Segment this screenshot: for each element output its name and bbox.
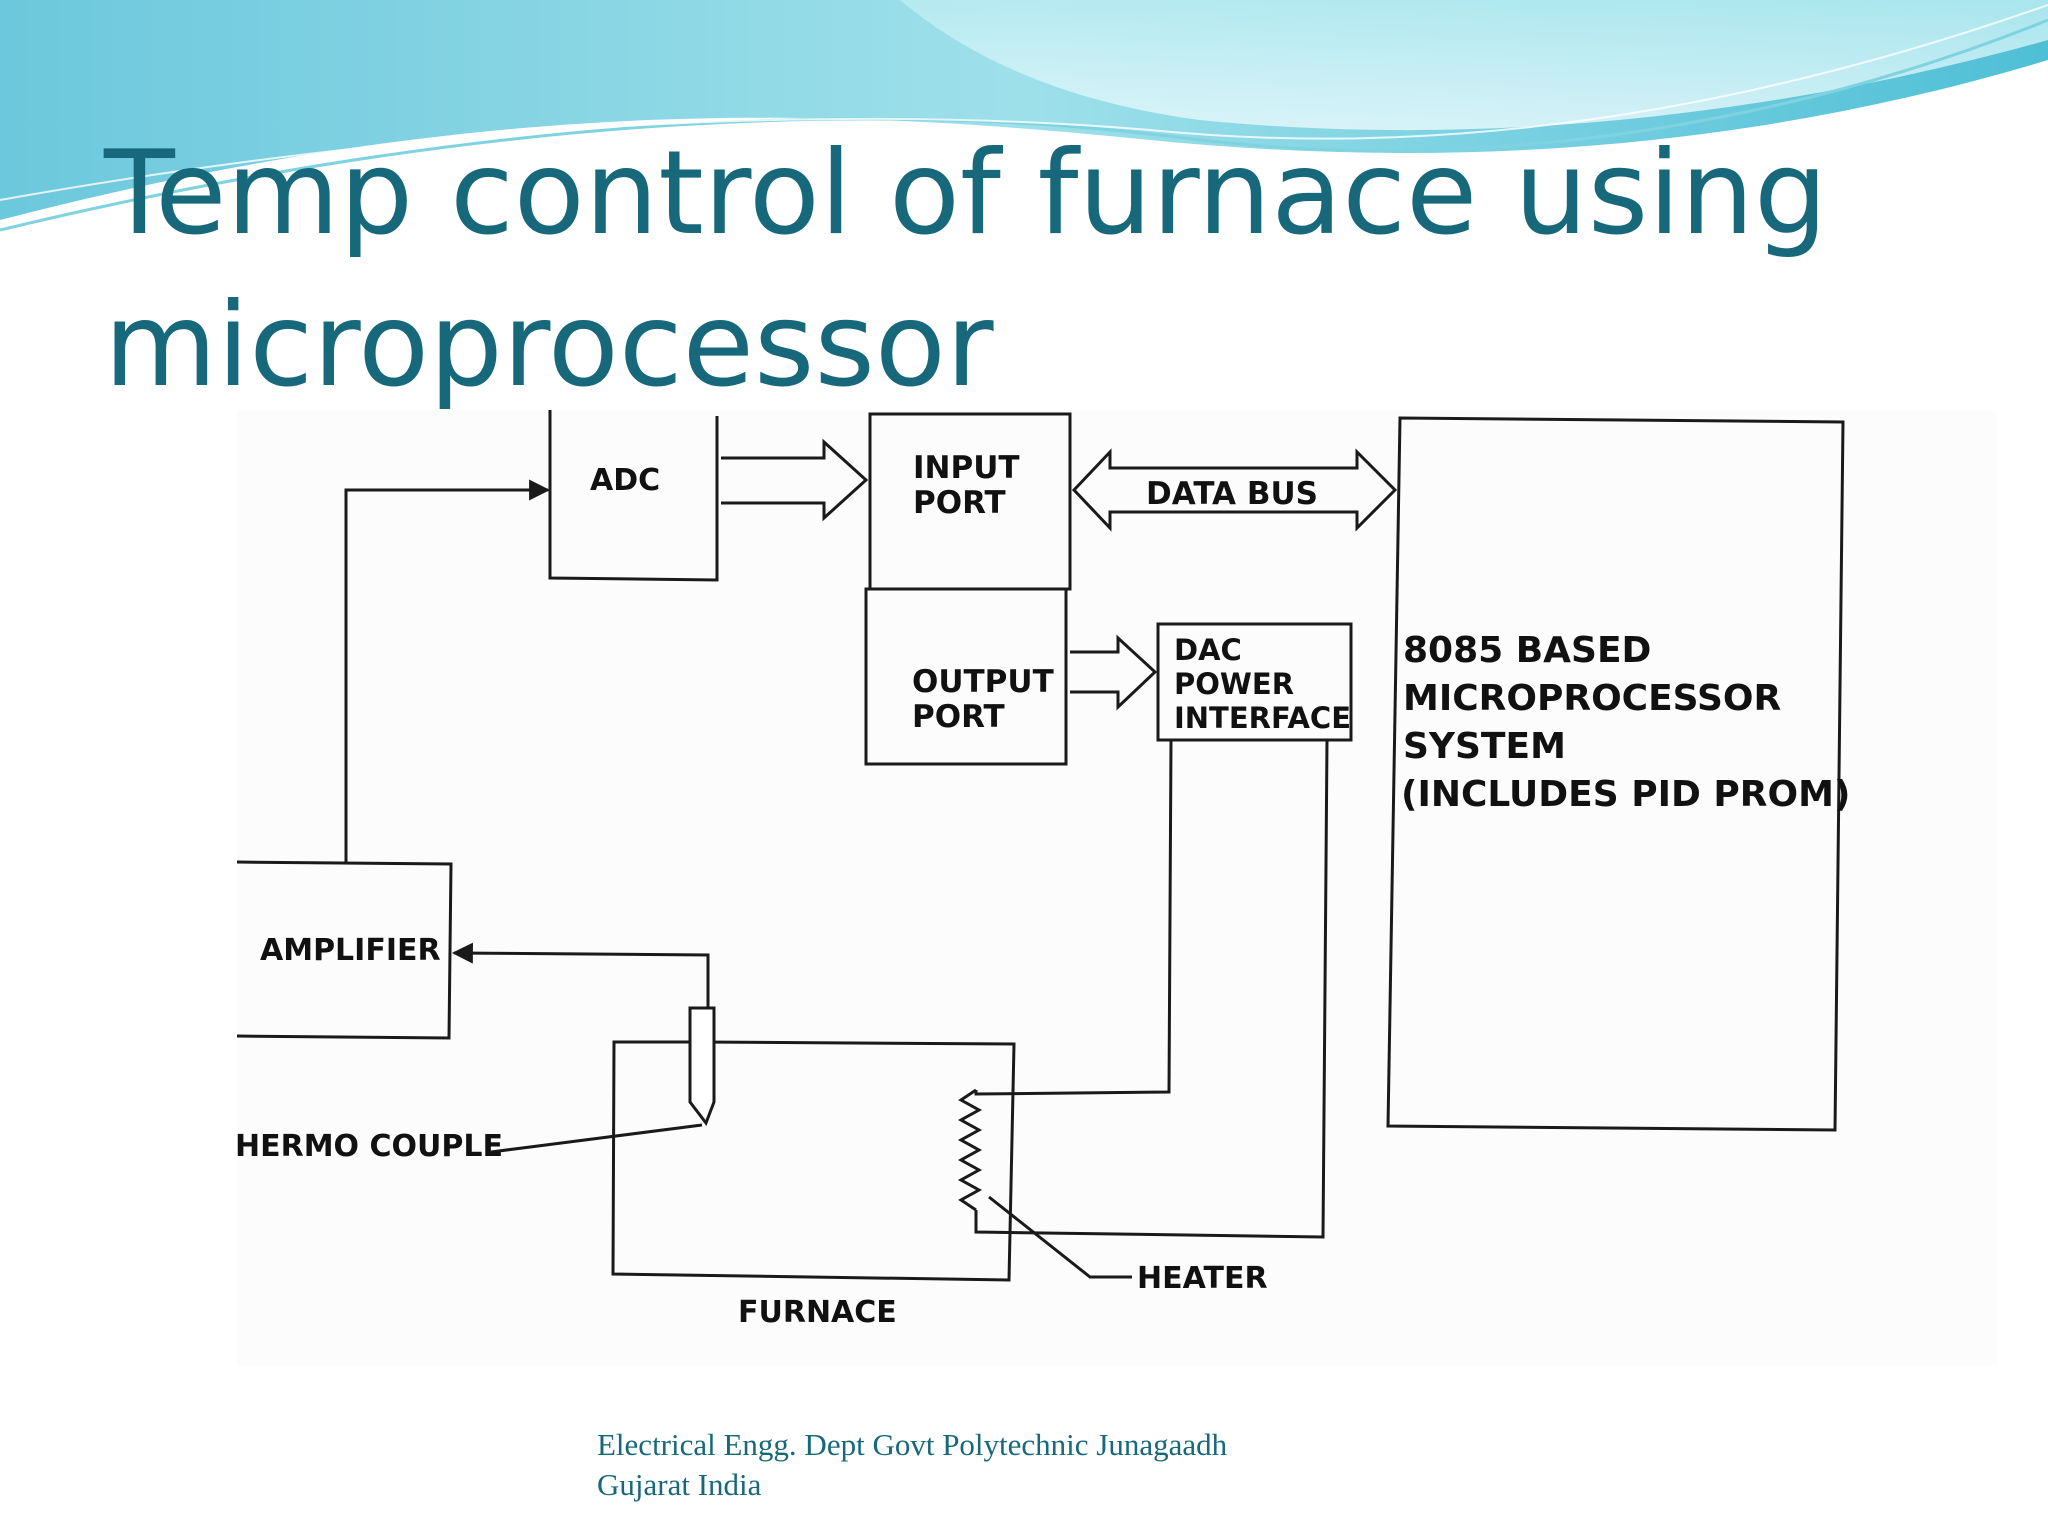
adc-to-input-port-bus-arrow [721, 438, 869, 522]
slide-footer: Electrical Engg. Dept Govt Polytechnic J… [597, 1425, 1497, 1505]
header-wave-decoration [0, 0, 2048, 232]
mp-label-line-3: SYSTEM [1403, 726, 1566, 767]
data-bus-label: DATA BUS [1146, 476, 1318, 512]
heater-label: HEATER [1137, 1261, 1268, 1296]
thermocouple-pointer-line [490, 1123, 703, 1154]
mp-label-line-2: MICROPROCESSOR [1403, 678, 1781, 719]
mp-label-line-1: 8085 BASED [1403, 630, 1651, 671]
dac-to-heater-wire [974, 739, 1173, 1096]
thermocouple-to-amplifier-line [451, 942, 710, 1008]
dac-label-line-2: POWER [1174, 667, 1294, 701]
output-port-label-line-1: OUTPUT [912, 664, 1054, 700]
dac-label-line-1: DAC [1174, 633, 1242, 667]
thermocouple-label: HERMO COUPLE [237, 1129, 503, 1164]
furnace-control-block-diagram: ADC INPUT PORT OUTPUT PORT DATA BUS DAC … [237, 410, 1997, 1365]
microprocessor-system-block: 8085 BASED MICROPROCESSOR SYSTEM (INCLUD… [1386, 416, 1850, 1132]
output-port-to-dac-bus-arrow [1070, 634, 1158, 711]
amplifier-to-adc-line [344, 479, 551, 862]
dac-label-line-3: INTERFACE [1174, 701, 1351, 735]
data-bus-arrow: DATA BUS [1071, 448, 1398, 532]
amplifier-label: AMPLIFIER [260, 933, 441, 968]
adc-block: ADC [548, 410, 719, 582]
footer-line-2: Gujarat India [597, 1467, 762, 1502]
slide-title: Temp control of furnace using microproce… [104, 118, 1904, 422]
slide-title-line-1: Temp control of furnace using [104, 126, 1828, 261]
output-port-label-line-2: PORT [912, 699, 1005, 735]
mp-label-line-4: (INCLUDES PID PROM) [1401, 774, 1850, 815]
input-port-label-line-1: INPUT [913, 450, 1020, 486]
slide-title-line-2: microprocessor [104, 278, 994, 413]
heater-return-wire [974, 739, 1329, 1239]
thermocouple-probe [688, 1006, 716, 1127]
heater-coil [957, 1088, 983, 1212]
input-port-label-line-2: PORT [913, 485, 1006, 521]
output-port-block: OUTPUT PORT [864, 587, 1068, 766]
heater-pointer-line [988, 1195, 1132, 1279]
input-port-block: INPUT PORT [868, 412, 1072, 591]
adc-label: ADC [590, 463, 660, 498]
footer-line-1: Electrical Engg. Dept Govt Polytechnic J… [597, 1427, 1228, 1462]
furnace-label: FURNACE [738, 1295, 897, 1330]
dac-power-interface-block: DAC POWER INTERFACE [1156, 622, 1353, 742]
furnace-block: FURNACE [611, 1040, 1016, 1330]
amplifier-block: AMPLIFIER [237, 860, 453, 1040]
